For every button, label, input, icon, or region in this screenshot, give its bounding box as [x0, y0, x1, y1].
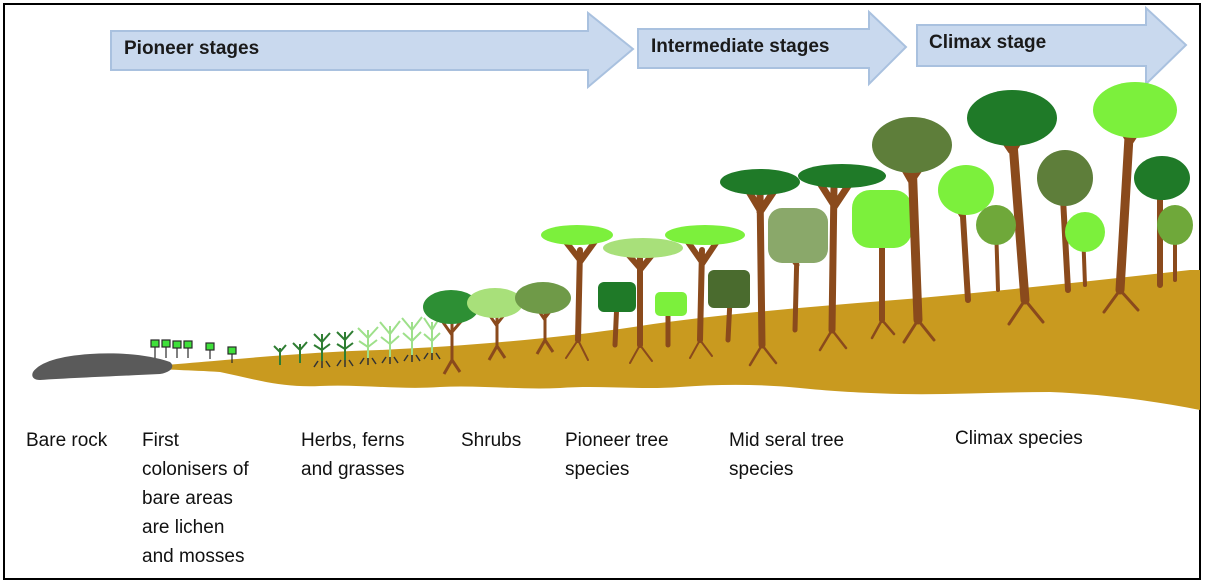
herbs-ferns-grasses	[273, 316, 441, 368]
lichen-moss-plants	[150, 339, 237, 363]
caption-herbs-ferns-grasses: Herbs, ferns and grasses	[301, 430, 405, 480]
intermediate-stage-arrow	[637, 9, 908, 87]
caption-mid-seral-tree-species: Mid seral tree species	[729, 430, 845, 480]
caption-bare-rock: Bare rock	[26, 430, 108, 451]
bare-rock	[32, 353, 173, 380]
shrubs	[423, 282, 571, 375]
mid-seral-trees	[720, 164, 912, 367]
caption-climax-species: Climax species	[955, 428, 1083, 449]
pioneer-trees	[541, 225, 750, 364]
climax-trees	[872, 82, 1193, 344]
stage-arrows	[110, 5, 1188, 90]
climax-stage-label: Climax stage	[929, 32, 1047, 53]
climax-stage-arrow	[916, 5, 1188, 87]
caption-pioneer-tree-species: Pioneer tree species	[565, 430, 669, 480]
caption-lichen-mosses: First colonisers of bare areas are liche…	[142, 430, 249, 567]
caption-shrubs: Shrubs	[461, 430, 522, 451]
soil-ground	[150, 270, 1200, 410]
pioneer-stage-arrow	[110, 10, 635, 90]
intermediate-stages-label: Intermediate stages	[651, 36, 830, 57]
pioneer-stages-label: Pioneer stages	[124, 38, 260, 59]
